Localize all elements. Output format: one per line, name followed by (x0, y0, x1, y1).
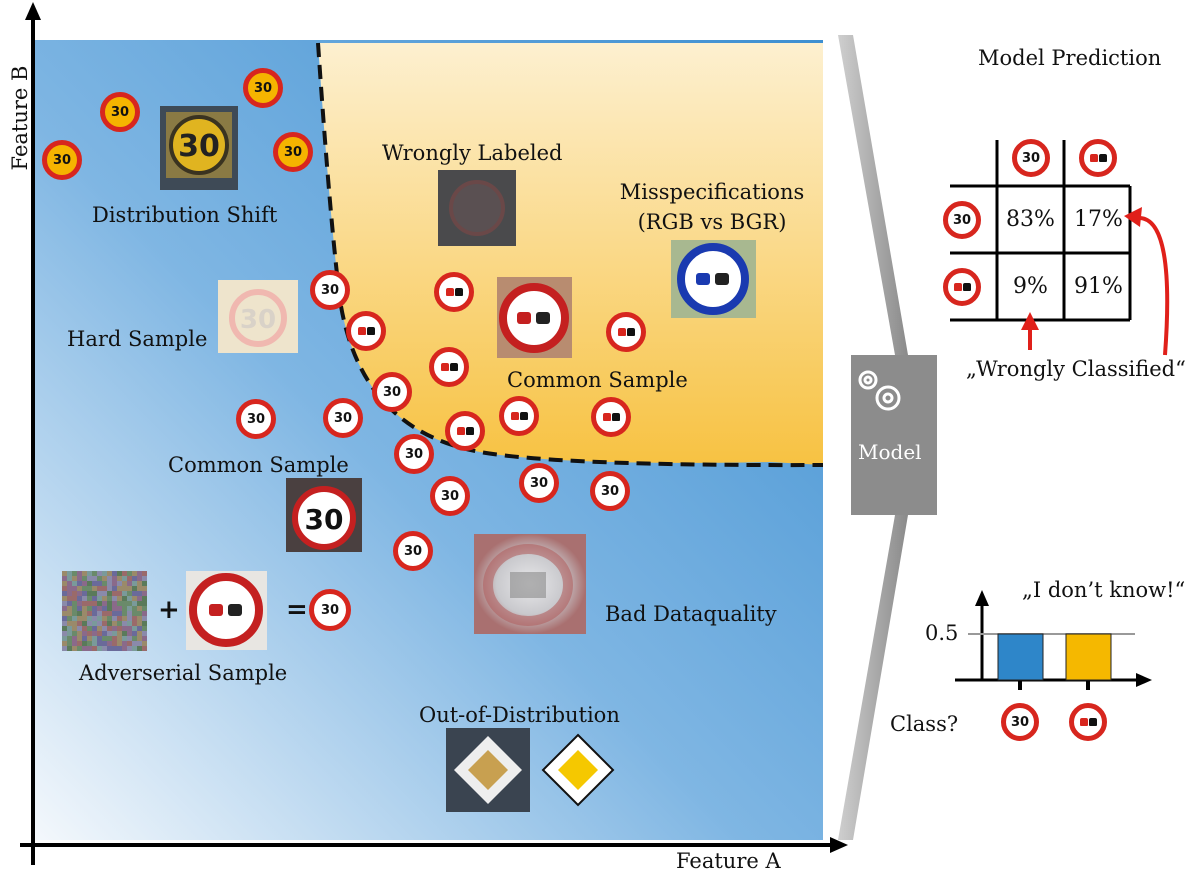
no-overtaking-sign (429, 347, 469, 387)
cell-17: 17% (1074, 207, 1123, 232)
gears-icon (858, 370, 901, 411)
y-tick-0-5: 0.5 (925, 621, 959, 645)
speed-limit-30-sign: 30 (943, 201, 981, 239)
svg-text:30: 30 (305, 503, 344, 536)
speed-limit-30-sign: 30 (243, 68, 283, 108)
uncertainty-bars (997, 633, 1112, 681)
confusion-matrix-grid (950, 140, 1132, 322)
label-bad-dataquality: Bad Dataquality (605, 602, 777, 626)
label-hard-sample: Hard Sample (67, 327, 208, 351)
label-wrongly-labeled: Wrongly Labeled (382, 141, 563, 165)
no-overtaking-sign (943, 268, 981, 306)
cell-9: 9% (1013, 274, 1048, 299)
svg-text:30: 30 (178, 129, 220, 164)
speed-limit-30-sign: 30 (393, 531, 433, 571)
distribution-shift-photo: 30 (160, 106, 238, 190)
y-axis-label: Feature B (8, 65, 32, 171)
equals-sign: = (286, 595, 308, 625)
no-overtaking-sign (434, 272, 474, 312)
decision-boundary (316, 42, 824, 468)
speed-limit-30-sign: 30 (372, 372, 412, 412)
speed-limit-30-sign: 30 (323, 398, 363, 438)
uncertainty-bar-speed-limit-30 (997, 633, 1044, 681)
speed-limit-30-sign: 30 (310, 270, 350, 310)
wrong-arrow-right (1139, 216, 1170, 356)
label-out-of-distribution: Out-of-Distribution (419, 703, 620, 727)
class-axis-label: Class? (890, 712, 959, 736)
speed-limit-30-sign: 30 (273, 132, 313, 172)
speed-limit-30-sign: 30 (590, 471, 630, 511)
plus-sign: + (158, 595, 180, 625)
misspecification-photo (671, 240, 756, 318)
model-funnel (838, 35, 908, 840)
label-common-sample-left: Common Sample (168, 453, 349, 477)
uncertainty-bar-no-overtaking (1065, 633, 1112, 681)
speed-limit-30-sign: 30 (236, 399, 276, 439)
uncertainty-axes (955, 590, 1152, 690)
speed-limit-30-sign: 30 (1001, 703, 1039, 741)
x-axis (20, 837, 848, 853)
y-axis (25, 2, 41, 865)
wrong-arrow-left-head (1021, 312, 1039, 330)
ood-priority-road-sign (541, 733, 615, 807)
no-overtaking-sign (1079, 139, 1117, 177)
label-adverserial-sample: Adverserial Sample (79, 661, 288, 685)
x-axis-label: Feature A (676, 849, 781, 873)
speed-limit-30-sign: 30 (100, 92, 140, 132)
wrongly-labeled-photo (438, 170, 516, 246)
cell-83: 83% (1006, 207, 1055, 232)
wrongly-classified-label: „Wrongly Classified“ (966, 357, 1186, 381)
no-overtaking-sign (1069, 703, 1107, 741)
ood-priority-road-photo (446, 728, 530, 812)
no-overtaking-sign (346, 311, 386, 351)
speed-limit-30-sign: 30 (1012, 139, 1050, 177)
speed-limit-30-sign: 30 (430, 476, 470, 516)
hard-sample-photo: 30 (218, 280, 298, 353)
label-rgb-vs-bgr: (RGB vs BGR) (637, 210, 787, 234)
speed-limit-30-sign: 30 (519, 463, 559, 503)
i-dont-know-label: „I don’t know!“ (1022, 578, 1186, 602)
cell-91: 91% (1074, 274, 1123, 299)
prediction-title: Model Prediction (978, 46, 1162, 70)
adversarial-no-overtaking-sign (186, 571, 267, 650)
wrong-arrow-right-head (1124, 207, 1142, 227)
label-distribution-shift: Distribution Shift (92, 203, 278, 227)
speed-limit-30-sign: 30 (42, 140, 82, 180)
label-common-sample-right: Common Sample (507, 368, 688, 392)
speed-limit-30-sign: 30 (309, 589, 351, 631)
speed-limit-30-sign: 30 (394, 434, 434, 474)
model-label: Model (858, 440, 922, 464)
bad-dataquality-photo (474, 534, 586, 634)
common-sample-photo-30: 30 (286, 478, 362, 552)
no-overtaking-sign (606, 312, 646, 352)
no-overtaking-sign (445, 411, 485, 451)
svg-text:30: 30 (240, 305, 276, 335)
label-misspecifications: Misspecifications (619, 180, 805, 204)
common-sample-photo-no-overtaking (497, 277, 572, 358)
noise-patch (62, 571, 147, 651)
no-overtaking-sign (499, 396, 539, 436)
no-overtaking-sign (591, 397, 631, 437)
